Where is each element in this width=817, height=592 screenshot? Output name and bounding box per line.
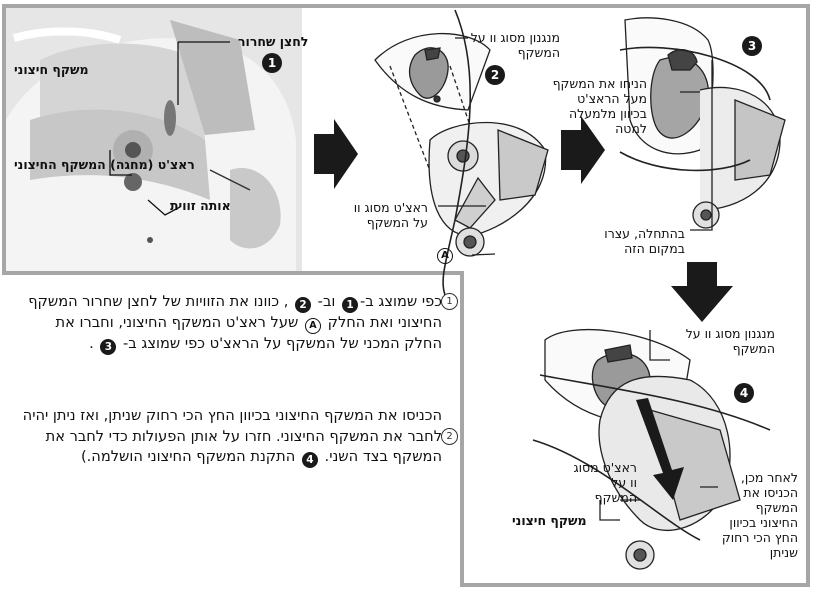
label-ratchet-shield: ראצ'ט (מחגה) המשקף החיצוני <box>14 157 195 172</box>
badge-4: 4 <box>734 383 754 403</box>
label-after: לאחר מכן, הכניסו את המשקף החיצוני בכיוון… <box>718 470 798 560</box>
label-release-button: לחצן שחרור <box>238 34 308 49</box>
label-part-a: A <box>437 248 453 264</box>
step-2-badge-4: 4 <box>302 452 318 468</box>
label-ratchet: ראצ'ט מסוג וו על המשקף <box>338 200 428 230</box>
label-lock-mechanism: מנגנון מסוג וו על המשקף <box>466 30 560 60</box>
arrow-right-1 <box>314 119 358 189</box>
step-2-number: 2 <box>441 428 458 445</box>
step-1-badge-3: 3 <box>100 339 116 355</box>
label-outer-shield-4: משקף חיצוני <box>512 513 587 528</box>
step-1-number: 1 <box>441 293 458 310</box>
label-lock-mechanism-4: מנגנון מסוג וו על המשקף <box>680 326 775 356</box>
label-outer-shield: משקף חיצוני <box>14 62 89 77</box>
label-ratchet-4: ראצ'ט מסוג וו על המשקף <box>565 460 637 505</box>
label-stop-here: בהתחלה, עצרו במקום הזה <box>580 226 685 256</box>
badge-1: 1 <box>262 53 282 73</box>
badge-2: 2 <box>485 65 505 85</box>
step-1-badge-2: 2 <box>295 297 311 313</box>
step-1: כפי שמוצג ב-1 וב- 2 , כוונו את הזוויות ש… <box>14 292 442 355</box>
arrow-down <box>671 262 733 322</box>
label-place-shield: הניחו את המשקף מעל הראצ'ט בכיוון מלמעלה … <box>547 76 647 136</box>
badge-3: 3 <box>742 36 762 56</box>
label-same-angle: אותה זווית <box>170 198 231 213</box>
step-1-text-b: וב- <box>313 293 340 310</box>
step-1-text-e: . <box>89 335 98 352</box>
step-1-part-a: A <box>305 318 321 334</box>
step-2: הכניסו את המשקף החיצוני בכיוון החץ הכי ר… <box>14 406 442 468</box>
step-1-text-a: כפי שמוצג ב- <box>360 293 442 310</box>
step-2-text-b: התקנת המשקף החיצוני הושלמה.) <box>81 448 300 465</box>
step-1-badge-1: 1 <box>342 297 358 313</box>
